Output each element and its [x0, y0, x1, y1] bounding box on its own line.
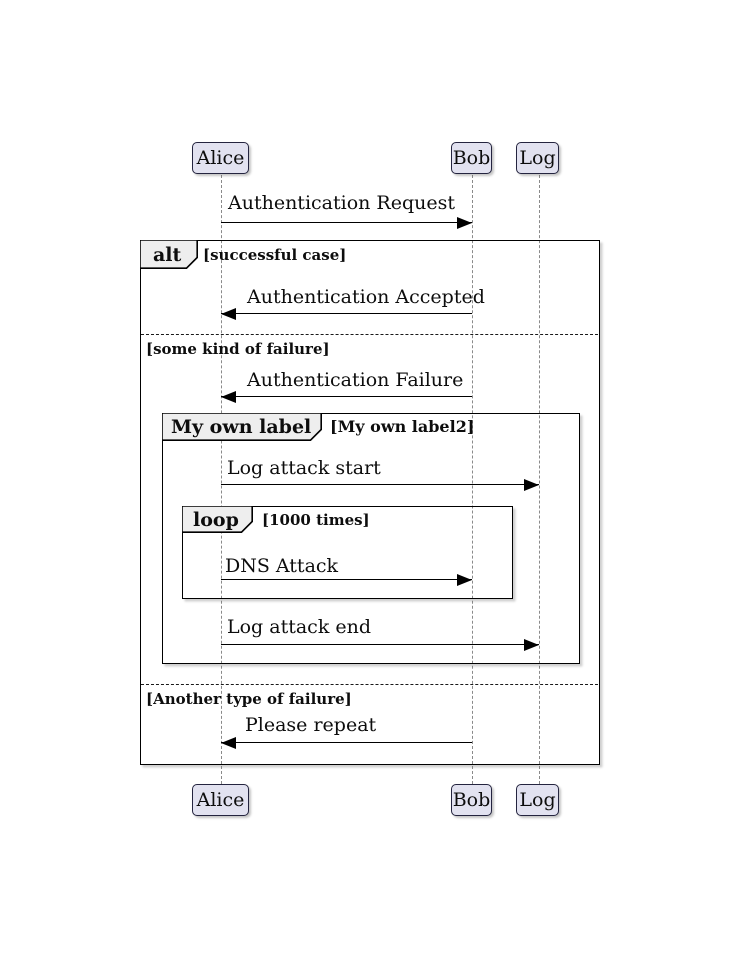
group-frame — [162, 413, 580, 664]
group-frame-tab: My own label — [162, 413, 322, 441]
arrowhead-left-icon — [221, 308, 236, 320]
lifeline-alice — [221, 175, 222, 784]
participant-alice-top: Alice — [192, 142, 249, 174]
message-please-repeat: Please repeat — [245, 714, 377, 736]
lifeline-bob — [472, 175, 473, 784]
participant-label: Bob — [452, 789, 491, 811]
message-authentication-failure: Authentication Failure — [247, 369, 464, 391]
participant-label: Alice — [196, 147, 245, 169]
message-log-attack-start: Log attack start — [227, 457, 381, 479]
message-dns-attack: DNS Attack — [225, 555, 339, 577]
participant-log-top: Log — [516, 142, 559, 174]
participant-log-bottom: Log — [516, 784, 559, 816]
participant-bob-top: Bob — [451, 142, 492, 174]
message-line — [221, 742, 472, 743]
alt-divider-1 — [141, 334, 598, 335]
arrowhead-left-icon — [221, 391, 236, 403]
participant-label: Alice — [196, 789, 245, 811]
group-tab-shape — [162, 413, 322, 441]
alt-frame — [140, 240, 600, 765]
message-authentication-request: Authentication Request — [228, 192, 455, 214]
participant-alice-bottom: Alice — [192, 784, 249, 816]
alt-guard-some-kind-of-failure: [some kind of failure] — [146, 340, 330, 358]
group-guard-label: [My own label2] — [330, 417, 475, 436]
arrowhead-left-icon — [221, 737, 236, 749]
alt-tab-shape — [140, 240, 198, 269]
loop-operator-label: loop — [193, 509, 239, 531]
loop-frame — [182, 506, 513, 599]
participant-label: Bob — [452, 147, 491, 169]
group-operator-label: My own label — [171, 416, 312, 438]
message-log-attack-end: Log attack end — [227, 616, 372, 638]
alt-operator-label: alt — [153, 244, 182, 266]
message-line — [221, 579, 472, 580]
alt-guard-another-type-of-failure: [Another type of failure] — [146, 690, 352, 708]
loop-guard-label: [1000 times] — [262, 511, 370, 529]
loop-frame-tab: loop — [182, 506, 253, 533]
participant-bob-bottom: Bob — [451, 784, 492, 816]
participant-label: Log — [519, 147, 556, 169]
alt-frame-tab: alt — [140, 240, 198, 269]
lifeline-log — [539, 175, 540, 784]
arrowhead-right-icon — [524, 639, 539, 651]
arrowhead-right-icon — [457, 574, 472, 586]
loop-tab-shape — [182, 506, 253, 533]
participant-label: Log — [519, 789, 556, 811]
message-line — [221, 313, 472, 314]
alt-divider-2 — [141, 684, 598, 685]
message-authentication-accepted: Authentication Accepted — [247, 286, 485, 308]
arrowhead-right-icon — [524, 479, 539, 491]
arrowhead-right-icon — [457, 217, 472, 229]
message-line — [221, 644, 539, 645]
message-line — [221, 222, 472, 223]
message-line — [221, 396, 472, 397]
alt-guard-successful-case: [successful case] — [203, 246, 347, 264]
message-line — [221, 484, 539, 485]
